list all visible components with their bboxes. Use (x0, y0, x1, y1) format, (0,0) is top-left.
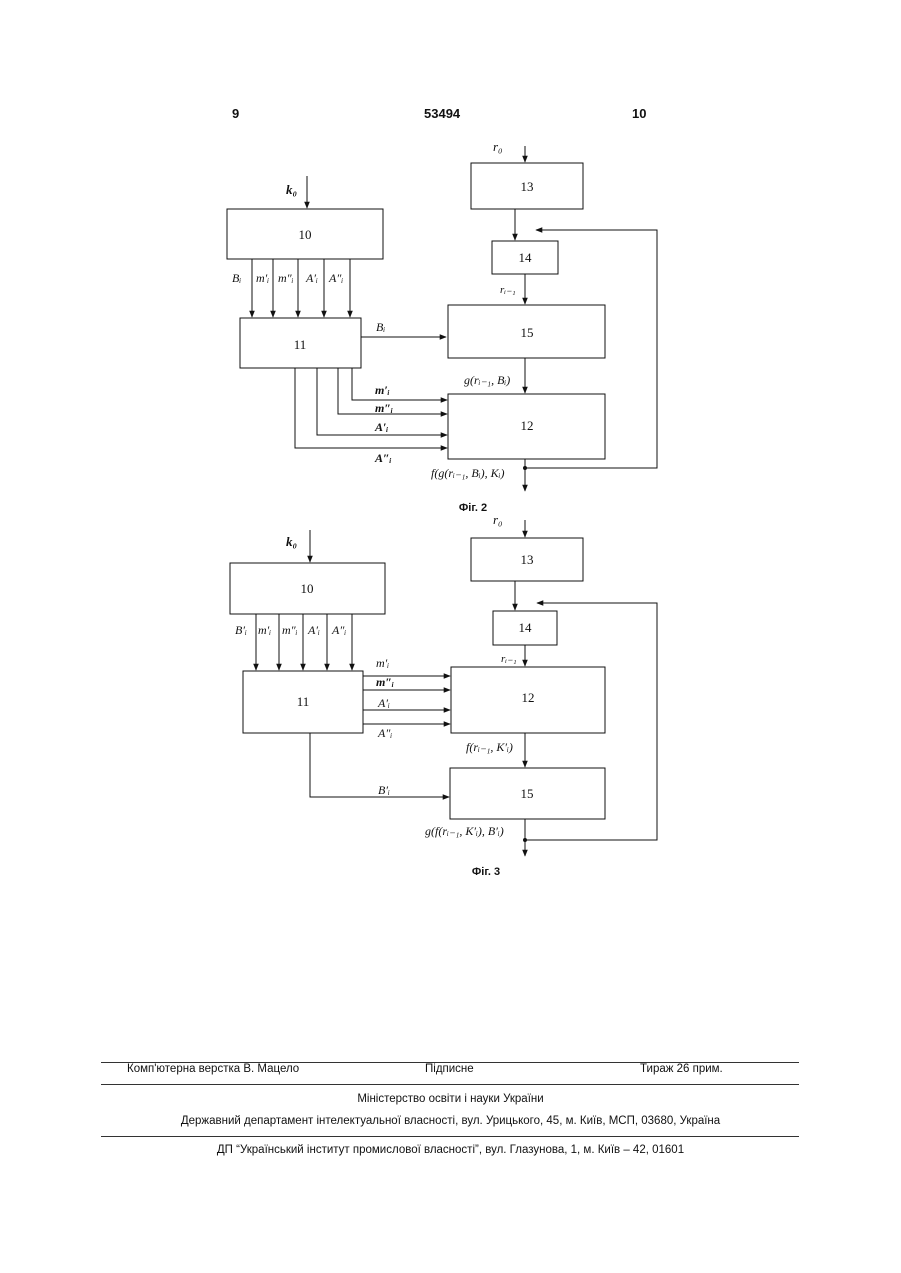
label-f-out-3: f(rᵢ₋₁, K′ᵢ) (466, 740, 513, 754)
label-g-out: g(rᵢ₋₁, Bᵢ) (464, 373, 510, 387)
block-14-3-label: 14 (519, 620, 533, 635)
label-ri1-3: rᵢ₋₁ (501, 653, 517, 665)
block-12-3-label: 12 (522, 690, 535, 705)
label-Appi: A″ᵢ (374, 451, 392, 465)
label-Appi-top: A″ᵢ (328, 271, 343, 285)
figure-2: k₀ 10 Bᵢ m′ᵢ m″ᵢ A′ᵢ A″ᵢ 11 Bᵢ (227, 139, 657, 491)
label-Api-top: A′ᵢ (305, 271, 318, 285)
label-Bi-to15: Bᵢ (376, 320, 385, 334)
block-13-3-label: 13 (521, 552, 534, 567)
label-Bpi-top-3: B′ᵢ (235, 623, 247, 637)
label-ri1: rᵢ₋₁ (500, 284, 516, 296)
footer-institute: ДП “Український інститут промислової вла… (0, 1144, 901, 1156)
figure-3-caption: Фіг. 3 (472, 866, 500, 878)
line-mpi (352, 368, 447, 400)
label-mppi-top-3: m″ᵢ (282, 623, 298, 637)
label-mppi: m″ᵢ (375, 401, 393, 415)
figure-2-caption: Фіг. 2 (459, 502, 487, 514)
label-Api: A′ᵢ (374, 420, 388, 434)
feedback-line-3 (525, 603, 657, 840)
block-13-label: 13 (521, 179, 534, 194)
r0-label: r₀ (493, 139, 503, 154)
r0-label-3: r₀ (493, 512, 503, 527)
footer-rule-middle (101, 1084, 799, 1085)
label-mpi-top-3: m′ᵢ (258, 623, 271, 637)
line-Appi (295, 368, 447, 448)
label-Bi-top: Bᵢ (232, 271, 241, 285)
label-mppi-top: m″ᵢ (278, 271, 294, 285)
figure-3: k₀ 10 B′ᵢ m′ᵢ m″ᵢ A′ᵢ A″ᵢ 11 (230, 512, 657, 856)
footer-typesetting: Комп'ютерна верстка В. Мацело (127, 1063, 299, 1075)
block-10-label: 10 (299, 227, 312, 242)
block-14-label: 14 (519, 250, 533, 265)
label-g-out-3: g(f(rᵢ₋₁, K′ᵢ), B′ᵢ) (425, 824, 504, 838)
label-Appi-top-3: A″ᵢ (331, 623, 346, 637)
k0-label-3: k₀ (286, 534, 297, 549)
label-mppi-3: m″ᵢ (376, 675, 394, 689)
label-mpi-3: m′ᵢ (376, 656, 389, 670)
k0-label: k₀ (286, 182, 297, 197)
block-12-label: 12 (521, 418, 534, 433)
label-Appi-3: A″ᵢ (377, 726, 392, 740)
footer-rule-bottom (101, 1136, 799, 1137)
label-mpi-top: m′ᵢ (256, 271, 269, 285)
label-mpi: m′ᵢ (375, 383, 390, 397)
block-10-3-label: 10 (301, 581, 314, 596)
block-15-label: 15 (521, 325, 534, 340)
block-11-3-label: 11 (297, 694, 310, 709)
footer-department: Державний департамент інтелектуальної вл… (0, 1115, 901, 1127)
footer-signed: Підписне (425, 1063, 474, 1075)
footer-circulation: Тираж 26 прим. (640, 1063, 723, 1075)
label-f-out: f(g(rᵢ₋₁, Bᵢ), Kᵢ) (431, 466, 505, 480)
footer-ministry: Міністерство освіти і науки України (0, 1093, 901, 1105)
label-Bpi-3: B′ᵢ (378, 783, 390, 797)
label-Api-top-3: A′ᵢ (307, 623, 320, 637)
feedback-line (525, 230, 657, 468)
block-11-label: 11 (294, 337, 307, 352)
label-Api-3: A′ᵢ (377, 696, 390, 710)
block-15-3-label: 15 (521, 786, 534, 801)
